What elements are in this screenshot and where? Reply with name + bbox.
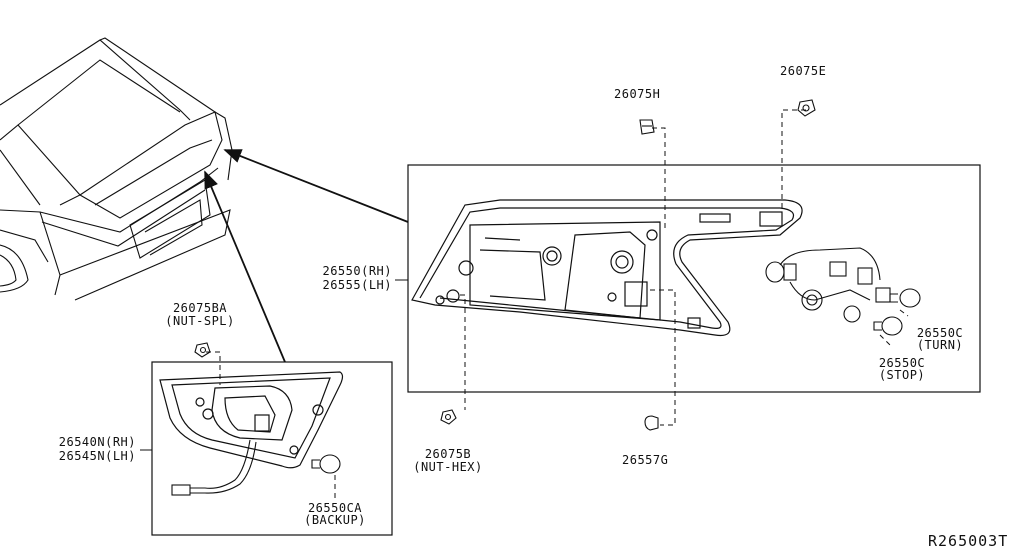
label-26550-rh: 26550(RH) (322, 264, 392, 278)
label-26075ba: 26075BA (172, 301, 228, 315)
hardware-parts (194, 99, 816, 431)
car-rear-illustration (0, 37, 233, 301)
label-26550ca-note: (BACKUP) (304, 513, 366, 527)
label-26550c-turn: 26550C (916, 326, 964, 340)
label-26550c-turn-note: (TURN) (916, 338, 964, 352)
combination-lamp-box (407, 164, 981, 393)
label-26550c-stop: 26550C (878, 356, 926, 370)
diagram-code: R265003T (928, 532, 1009, 550)
label-26557g: 26557G (622, 453, 669, 467)
label-26545n-lh: 26545N(LH) (58, 449, 136, 463)
label-26075h: 26075H (614, 87, 661, 101)
label-26550c-stop-note: (STOP) (878, 368, 926, 382)
backup-bulb-harness (171, 439, 341, 496)
combination-lamp-housing (411, 199, 803, 337)
label-26075b: 26075B (424, 447, 472, 461)
label-26555-lh: 26555(LH) (322, 278, 392, 292)
label-26540n-rh: 26540N(RH) (58, 435, 136, 449)
dashed-leaders-trunk-lid (206, 351, 336, 500)
label-26075b-note: (NUT-HEX) (413, 460, 483, 474)
dashed-leaders-combination (460, 109, 909, 426)
trunk-lid-lamp-housing (159, 371, 344, 469)
turn-stop-bulb-harness (765, 247, 921, 336)
label-26075e: 26075E (780, 64, 827, 78)
trunk-lid-lamp-box (151, 361, 393, 536)
arrow-to-car-outer (223, 149, 409, 223)
label-26075ba-note: (NUT-SPL) (165, 314, 235, 328)
label-26550ca: 26550CA (307, 501, 363, 515)
arrow-to-car-inner (204, 170, 286, 363)
